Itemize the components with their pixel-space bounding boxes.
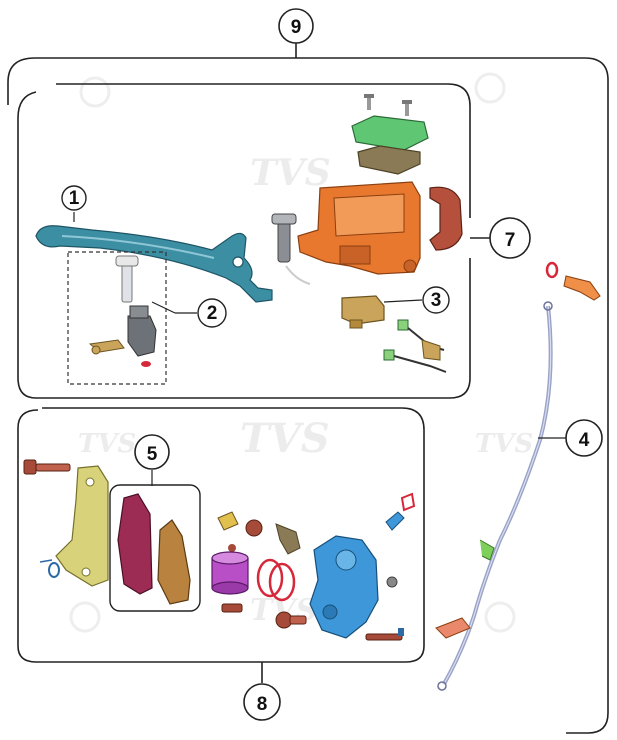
callout-label: 4: [579, 430, 590, 451]
callout-label: 7: [505, 230, 516, 251]
callout-label: 9: [291, 17, 302, 38]
group-9-frame: [7, 42, 609, 734]
piston-seal: [268, 562, 296, 602]
callout-1: 1: [61, 185, 87, 222]
brake-pad-shim: [157, 519, 191, 605]
callout-3: 3: [422, 286, 450, 314]
group-8-frame: [17, 407, 425, 683]
callout-label: 8: [257, 694, 268, 715]
callout-label: 5: [147, 444, 158, 465]
caliper-piston: [211, 551, 249, 595]
reservoir-cap: [351, 115, 429, 151]
brake-pad: [117, 493, 153, 595]
pad-pin: [217, 511, 239, 531]
brake-lever: [35, 225, 273, 303]
leader-line-3: [383, 299, 423, 303]
callout-7: 7: [489, 217, 531, 259]
caliper-mount-bolt: [365, 628, 404, 641]
bleeder-cap: [400, 492, 416, 512]
watermark-logo: [484, 601, 516, 633]
spring-clip: [39, 559, 53, 563]
bleeder-screw: [385, 511, 405, 531]
callout-4: 4: [565, 419, 603, 457]
handlebar-clamp: [429, 186, 463, 251]
group-5-frame: [109, 484, 201, 612]
group-7-frame: [17, 83, 490, 399]
bracket-hole: [85, 477, 95, 487]
callout-label: 3: [431, 290, 442, 311]
bracket-hole: [81, 567, 91, 577]
slider-pin: [221, 603, 243, 613]
reservoir-diaphragm: [357, 145, 421, 175]
banjo-bolt: [271, 213, 297, 263]
caliper-washer: [386, 576, 398, 588]
callout-8: 8: [243, 683, 281, 721]
piston-seal: [256, 558, 284, 598]
brake-hose: [435, 301, 553, 691]
dust-boot: [245, 519, 263, 537]
caliper-body: [309, 535, 379, 639]
callout-2: 2: [197, 298, 227, 328]
callout-9: 9: [278, 8, 314, 44]
bracket-bolt: [23, 459, 71, 475]
bleed-cap: [228, 544, 236, 552]
hose-banjo-bolt: [545, 261, 601, 301]
brake-light-switch: [341, 295, 385, 329]
slider-pin: [275, 611, 307, 629]
watermark-logo: [79, 76, 111, 108]
callout-label: 2: [207, 303, 218, 324]
small-o-ring: [48, 562, 60, 578]
reservoir-screw: [364, 94, 374, 110]
watermark-logo: [474, 72, 506, 104]
group-2-frame: [67, 251, 167, 385]
watermark-text: TVS: [78, 429, 136, 459]
pivot-bolt-set: [88, 255, 157, 367]
master-cylinder-body: [285, 181, 421, 285]
callout-5: 5: [134, 434, 170, 486]
reservoir-screw: [402, 100, 412, 116]
watermark-text: TVS: [475, 429, 533, 459]
pad-spring: [275, 523, 301, 555]
callout-label: 1: [69, 188, 80, 209]
watermark-logo: [69, 601, 101, 633]
switch-wires: [383, 319, 447, 373]
watermark-text: TVS: [250, 152, 331, 194]
leader-line-2: [151, 301, 176, 314]
watermark-text: TVS: [240, 415, 330, 462]
caliper-bracket: [55, 465, 109, 587]
